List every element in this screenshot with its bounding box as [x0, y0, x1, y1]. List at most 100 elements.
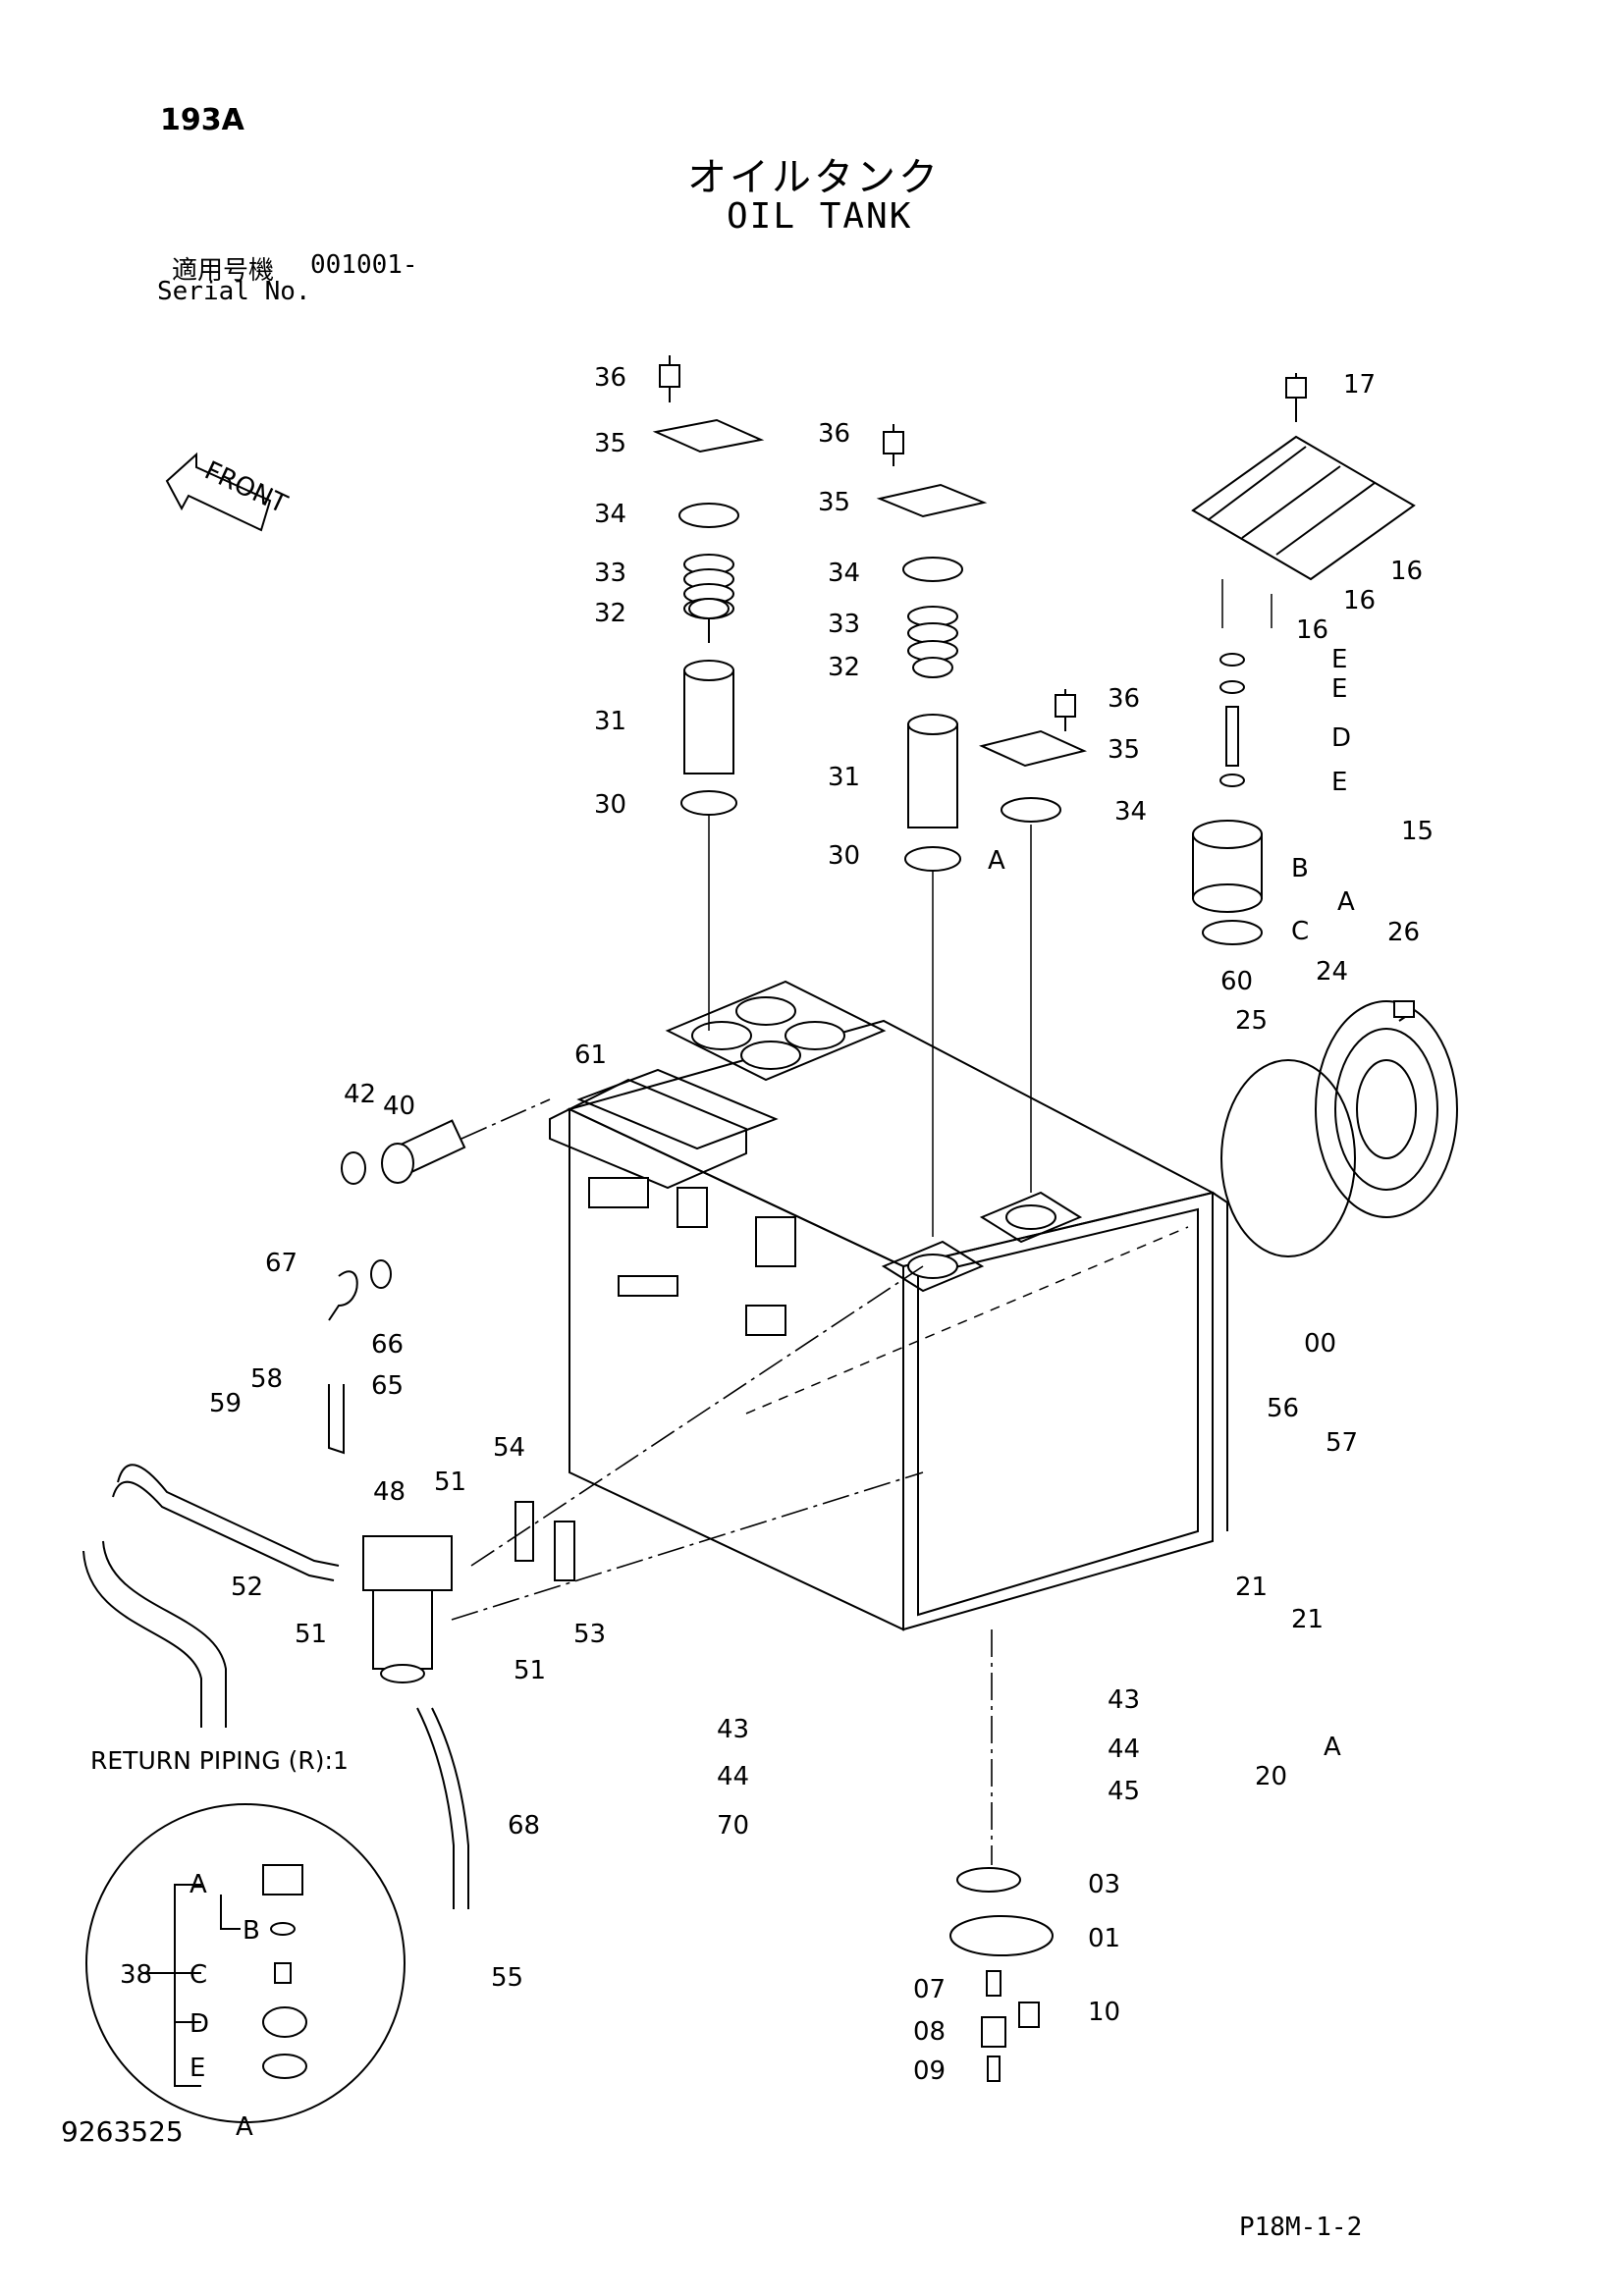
serial-label-english: Serial No. — [157, 277, 311, 306]
part-label: 34 — [1114, 797, 1147, 827]
detail-item-label: C — [189, 1960, 207, 1990]
part-label: 36 — [594, 363, 626, 393]
part-label: 34 — [828, 559, 860, 588]
return-piping-parts — [82, 1259, 924, 1909]
part-label: 24 — [1316, 957, 1348, 987]
part-label: 10 — [1088, 1998, 1120, 2027]
part-label: 43 — [717, 1715, 749, 1744]
part-label: 55 — [491, 1963, 523, 1993]
detail-group-label: 38 — [120, 1960, 152, 1990]
part-label: 30 — [594, 790, 626, 820]
part-label: 56 — [1267, 1394, 1299, 1423]
page-number: 193A — [160, 103, 244, 137]
part-label: 53 — [573, 1620, 606, 1649]
tank-body — [567, 1019, 1228, 1631]
part-label: 16 — [1390, 557, 1423, 586]
part-label: 43 — [1108, 1685, 1140, 1715]
part-label: 65 — [371, 1371, 404, 1401]
part-label: 36 — [818, 419, 850, 449]
drain-parts — [949, 1629, 1054, 2082]
drawing-number: 9263525 — [61, 2115, 184, 2148]
part-label: B — [1291, 854, 1309, 883]
part-label: 16 — [1296, 615, 1328, 645]
part-label: 51 — [514, 1656, 546, 1685]
part-label: 15 — [1401, 817, 1434, 846]
part-label: 31 — [594, 707, 626, 736]
part-label: 68 — [508, 1811, 540, 1841]
part-label: A — [1324, 1733, 1341, 1762]
part-label: 59 — [209, 1389, 242, 1418]
part-label: 26 — [1387, 918, 1420, 947]
part-label: 51 — [295, 1620, 327, 1649]
part-label: 21 — [1291, 1605, 1324, 1634]
return-piping-note: RETURN PIPING (R):1 — [90, 1746, 349, 1775]
part-label: 17 — [1343, 370, 1376, 400]
flange-cover — [1220, 1000, 1458, 1257]
right-cover-stack — [978, 689, 1088, 1193]
part-label: 58 — [250, 1364, 283, 1394]
part-label: 44 — [1108, 1735, 1140, 1764]
part-label: 51 — [434, 1468, 466, 1497]
title-english: OIL TANK — [727, 196, 913, 237]
part-label: 66 — [371, 1330, 404, 1360]
serial-value: 001001- — [310, 250, 418, 280]
part-label: 03 — [1088, 1870, 1120, 1899]
part-label: 30 — [828, 841, 860, 871]
part-label: 00 — [1304, 1329, 1336, 1359]
detail-item-label: D — [189, 2009, 209, 2039]
part-label: E — [1331, 768, 1347, 797]
part-label: 35 — [1108, 735, 1140, 765]
part-label: E — [1331, 674, 1347, 704]
part-label: 70 — [717, 1811, 749, 1841]
stay-bracket — [1191, 373, 1416, 628]
upper-chamber — [549, 1068, 796, 1336]
part-label: 34 — [594, 500, 626, 529]
part-label: 31 — [828, 763, 860, 792]
detail-item-label: E — [189, 2054, 205, 2083]
detail-circle — [85, 1803, 406, 2123]
part-label: 44 — [717, 1762, 749, 1791]
front-label: FRONT — [200, 456, 292, 520]
detail-ref-label: A — [236, 2112, 253, 2142]
part-label: 20 — [1255, 1762, 1287, 1791]
detail-item-label: A — [189, 1870, 207, 1899]
part-label: 60 — [1220, 967, 1253, 996]
part-label: 35 — [818, 488, 850, 517]
part-label: 16 — [1343, 586, 1376, 615]
sheet-code: P18M-1-2 — [1239, 2213, 1363, 2242]
part-label: 35 — [594, 429, 626, 458]
detail-item-label: B — [243, 1916, 260, 1946]
part-label: 21 — [1235, 1573, 1268, 1602]
valve-40 — [341, 1098, 551, 1185]
part-label: 08 — [913, 2017, 946, 2047]
left-filter-stack — [652, 355, 765, 1031]
filter-housing — [665, 980, 1083, 1293]
strainer-parts — [1192, 653, 1263, 945]
part-label: 61 — [574, 1041, 607, 1070]
part-labels: 36 35 34 33 32 31 30 36 35 34 33 32 31 3… — [209, 363, 1434, 2086]
part-label: 57 — [1326, 1428, 1358, 1458]
part-label: 48 — [373, 1477, 406, 1507]
part-label: 33 — [828, 610, 860, 639]
part-label: A — [988, 846, 1005, 876]
part-label: 33 — [594, 559, 626, 588]
part-label: 52 — [231, 1573, 263, 1602]
part-label: 36 — [1108, 684, 1140, 714]
part-label: A — [1337, 887, 1355, 917]
part-label: 42 — [344, 1080, 376, 1109]
part-label: C — [1291, 917, 1309, 946]
part-label: 25 — [1235, 1006, 1268, 1036]
part-label: E — [1331, 645, 1347, 674]
part-label: 09 — [913, 2056, 946, 2086]
part-label: 32 — [828, 653, 860, 682]
title-japanese: オイルタンク — [687, 155, 941, 200]
part-label: 32 — [594, 599, 626, 628]
part-label: 40 — [383, 1092, 415, 1121]
part-label: 54 — [493, 1433, 525, 1463]
detail-labels: 38 A B C D E A — [120, 1870, 260, 2142]
part-label: D — [1331, 723, 1351, 753]
serial-label-japanese: 適用号機 — [172, 256, 275, 286]
part-label: 67 — [265, 1249, 298, 1278]
part-label: 45 — [1108, 1777, 1140, 1806]
